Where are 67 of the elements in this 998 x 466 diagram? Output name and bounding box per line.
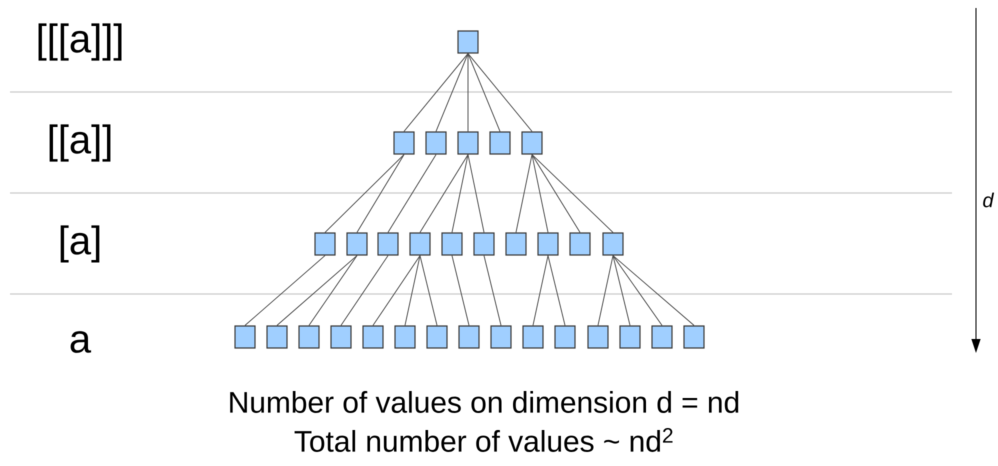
square-box	[554, 325, 576, 349]
connector-line	[532, 154, 580, 233]
connector-line	[452, 255, 470, 326]
square-box	[587, 325, 609, 349]
connector-line	[468, 53, 532, 132]
connector-line	[388, 154, 436, 233]
connector-line	[612, 255, 662, 326]
square-box	[619, 325, 641, 349]
caption-text: Total number of values ~ nd$^{2}$	[294, 428, 673, 452]
square-box	[569, 232, 591, 256]
connector-line	[356, 154, 404, 233]
square-box	[362, 325, 384, 349]
square-box	[473, 232, 495, 256]
square-box	[394, 325, 416, 349]
connector-line	[532, 154, 548, 233]
square-box	[457, 131, 479, 155]
connector-line	[324, 154, 404, 233]
square-box	[683, 325, 705, 349]
connector-line	[436, 53, 468, 132]
square-box	[651, 325, 673, 349]
square-box	[441, 232, 463, 256]
square-box	[522, 325, 544, 349]
connector-line	[372, 255, 420, 326]
connector-line	[548, 255, 566, 326]
square-box	[505, 232, 527, 256]
connector-line	[404, 53, 468, 132]
square-box	[490, 325, 512, 349]
square-box	[377, 232, 399, 256]
connector-line	[276, 255, 358, 326]
square-box	[489, 131, 511, 155]
connector-line	[308, 255, 358, 326]
square-box	[298, 325, 320, 349]
square-box	[346, 232, 368, 256]
square-box	[330, 325, 352, 349]
connector-line	[420, 255, 438, 326]
connector-line	[404, 255, 420, 326]
level-label: [a]	[60, 225, 100, 263]
level-label: [[[a]]]	[38, 23, 122, 61]
square-box	[458, 325, 480, 349]
connector-line	[532, 255, 548, 326]
connector-line	[420, 154, 468, 233]
square-box	[409, 232, 431, 256]
connector-line	[340, 255, 388, 326]
square-box	[521, 131, 543, 155]
level-label: [[a]]	[50, 124, 110, 162]
connector-line	[468, 53, 500, 132]
square-box	[266, 325, 288, 349]
connector-line	[484, 255, 502, 326]
connector-line	[516, 154, 532, 233]
connector-line	[244, 255, 326, 326]
connector-line	[452, 154, 468, 233]
connector-line	[612, 255, 694, 326]
connector-line	[468, 154, 484, 233]
square-box	[537, 232, 559, 256]
square-box	[426, 325, 448, 349]
square-box	[602, 232, 624, 256]
connector-line	[598, 255, 614, 326]
square-box	[393, 131, 415, 155]
connector-line	[532, 154, 614, 233]
square-box	[425, 131, 447, 155]
caption-text: Number of values on dimension d = nd	[230, 391, 738, 413]
axis-label: d	[983, 192, 994, 208]
square-box	[234, 325, 256, 349]
square-box	[314, 232, 336, 256]
connector-line	[612, 255, 630, 326]
square-box	[457, 30, 479, 54]
level-label: a	[70, 331, 92, 353]
